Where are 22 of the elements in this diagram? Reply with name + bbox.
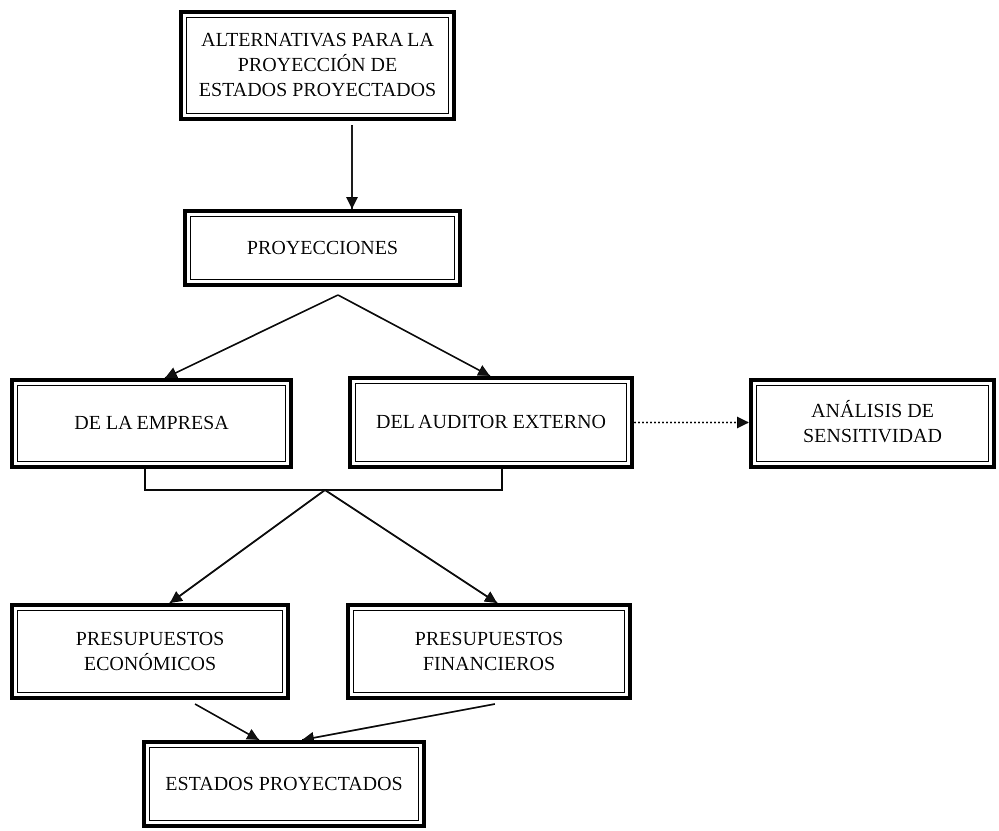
arrow: [164, 294, 338, 379]
arrow: [194, 703, 260, 741]
process-box: [10, 603, 290, 700]
box-label: PRESUPUESTOS ECONÓMICOS: [74, 626, 226, 676]
process-box: [183, 209, 462, 287]
arrow: [346, 125, 358, 209]
process-box: [348, 376, 634, 469]
box-label: DE LA EMPRESA: [74, 411, 229, 436]
box-label: PROYECCIONES: [246, 236, 398, 260]
box-label: DEL AUDITOR EXTERNO: [376, 410, 606, 435]
box-label: PRESUPUESTOS FINANCIEROS: [414, 626, 564, 676]
arrow: [338, 294, 490, 377]
process-box: [142, 740, 426, 828]
process-box: [179, 10, 456, 121]
box-label: ALTERNATIVAS PARA LA PROYECCIÓN DE ESTADOS PROYECTADOS: [198, 28, 438, 103]
process-box: [749, 378, 996, 469]
arrow: [634, 416, 749, 428]
box-label: ESTADOS PROYECTADOS: [165, 772, 403, 796]
arrow: [322, 469, 503, 604]
box-label: ANÁLISIS DE SENSITIVIDAD: [802, 398, 943, 448]
process-box: [10, 378, 293, 469]
process-box: [346, 603, 632, 700]
